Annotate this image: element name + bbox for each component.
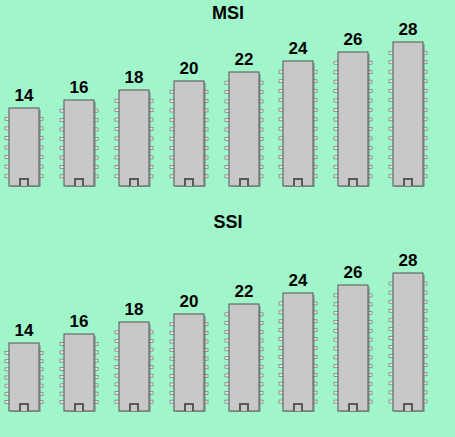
chip-drawing bbox=[279, 61, 317, 187]
pin-count: 24 bbox=[289, 39, 308, 59]
chip-body bbox=[60, 100, 98, 187]
chip-body bbox=[115, 90, 153, 187]
chip-drawing bbox=[225, 304, 263, 412]
pin-count: 20 bbox=[180, 292, 199, 312]
chip-drawing bbox=[60, 100, 98, 187]
dip-chip: 24 bbox=[279, 39, 317, 187]
pin-count: 18 bbox=[125, 300, 144, 320]
dip-chip: 16 bbox=[60, 78, 98, 187]
dip-chip: 20 bbox=[170, 292, 208, 412]
dip-chip: 14 bbox=[5, 321, 43, 412]
dip-chip: 26 bbox=[334, 30, 372, 187]
chip-body bbox=[5, 343, 43, 412]
pin-count: 14 bbox=[15, 321, 34, 341]
chip-body bbox=[279, 61, 317, 187]
chip-body bbox=[170, 81, 208, 187]
chip-drawing bbox=[389, 273, 427, 412]
dip-chip: 18 bbox=[115, 68, 153, 187]
chip-drawing bbox=[170, 314, 208, 412]
chip-drawing bbox=[389, 42, 427, 187]
chip-drawing bbox=[115, 322, 153, 412]
chip-drawing bbox=[225, 72, 263, 187]
chip-drawing bbox=[279, 293, 317, 412]
chip-drawing bbox=[5, 343, 43, 412]
pin-count: 16 bbox=[70, 312, 89, 332]
pin-count: 14 bbox=[15, 86, 34, 106]
pin-count: 24 bbox=[289, 271, 308, 291]
chip-body bbox=[115, 322, 153, 412]
chip-body bbox=[389, 273, 427, 412]
row-heading: SSI bbox=[213, 211, 242, 233]
pin-count: 28 bbox=[399, 20, 418, 40]
pin-count: 26 bbox=[344, 30, 363, 50]
pin-count: 22 bbox=[235, 282, 254, 302]
pin-count: 28 bbox=[399, 251, 418, 271]
dip-chip: 26 bbox=[334, 263, 372, 412]
dip-chip: 24 bbox=[279, 271, 317, 412]
chip-body bbox=[225, 72, 263, 187]
chip-body bbox=[334, 285, 372, 412]
pin-count: 26 bbox=[344, 263, 363, 283]
chip-drawing bbox=[334, 52, 372, 187]
chip-drawing bbox=[5, 108, 43, 187]
chip-body bbox=[389, 42, 427, 187]
chip-body bbox=[5, 108, 43, 187]
pin-count: 20 bbox=[180, 59, 199, 79]
chip-drawing bbox=[334, 285, 372, 412]
pin-count: 18 bbox=[125, 68, 144, 88]
chip-body bbox=[60, 334, 98, 412]
dip-chip: 18 bbox=[115, 300, 153, 412]
dip-chip: 28 bbox=[389, 20, 427, 187]
pin-count: 22 bbox=[235, 50, 254, 70]
chip-body bbox=[170, 314, 208, 412]
chip-body bbox=[225, 304, 263, 412]
dip-chip: 22 bbox=[225, 282, 263, 412]
dip-chip: 22 bbox=[225, 50, 263, 187]
chip-drawing bbox=[170, 81, 208, 187]
dip-chip: 16 bbox=[60, 312, 98, 412]
pin-count: 16 bbox=[70, 78, 89, 98]
row-heading: MSI bbox=[212, 2, 244, 24]
chip-body bbox=[334, 52, 372, 187]
chip-body bbox=[279, 293, 317, 412]
chip-drawing bbox=[115, 90, 153, 187]
chip-drawing bbox=[60, 334, 98, 412]
dip-chip: 14 bbox=[5, 86, 43, 187]
dip-chip: 28 bbox=[389, 251, 427, 412]
dip-chip: 20 bbox=[170, 59, 208, 187]
